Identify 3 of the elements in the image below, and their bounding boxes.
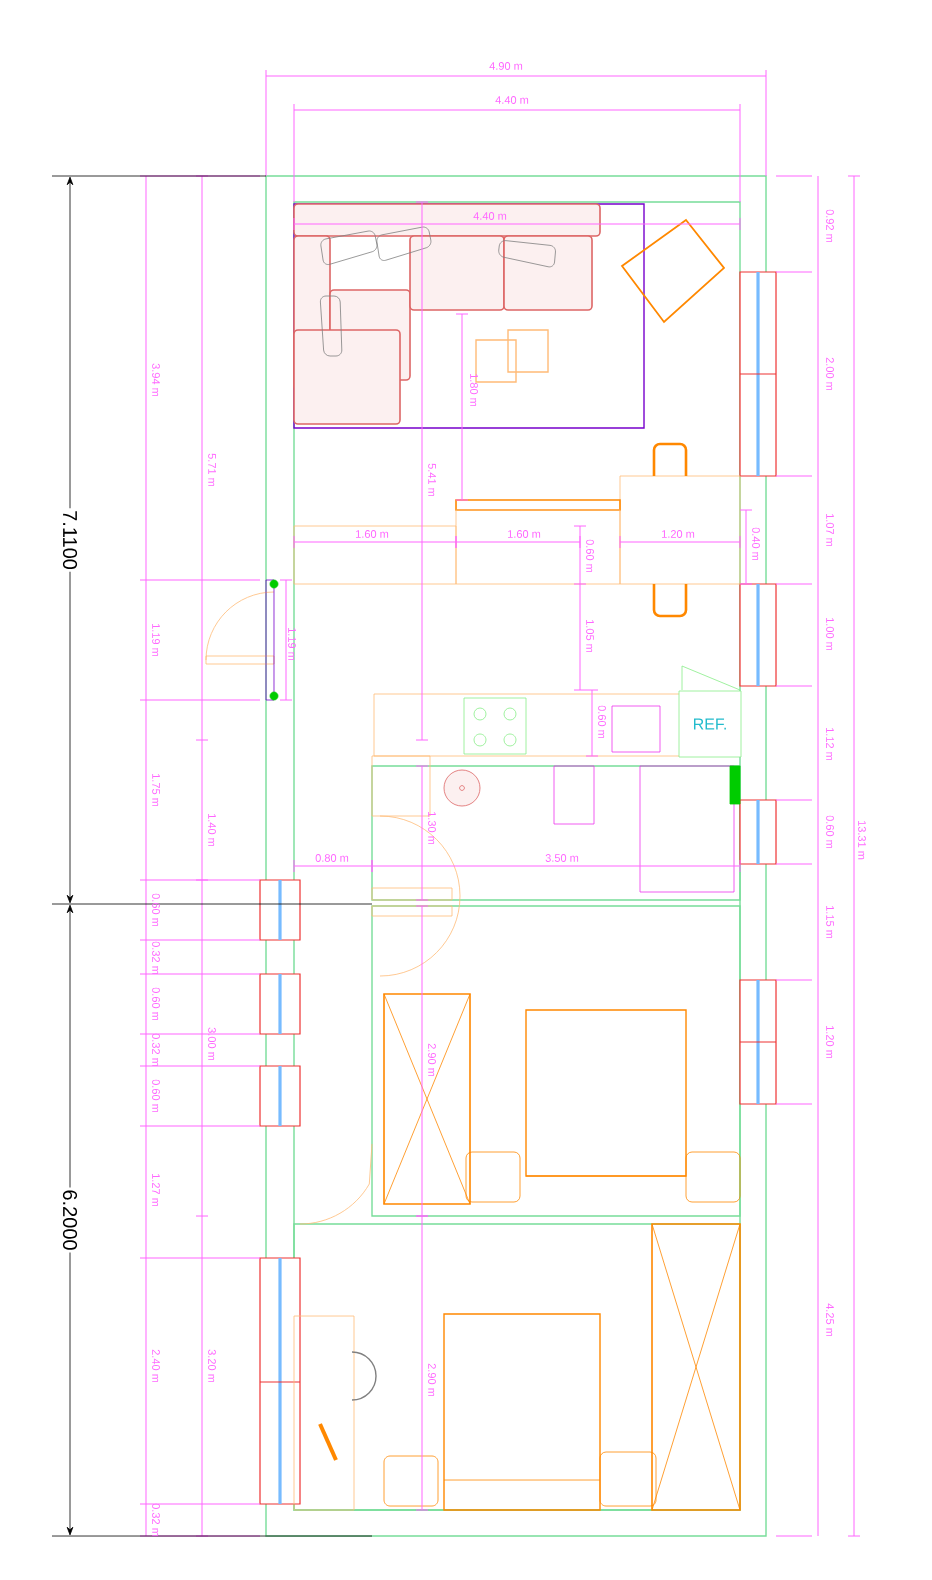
dimension-label: 6.2000 bbox=[60, 1187, 80, 1253]
dimension-label: 7.1100 bbox=[60, 508, 80, 572]
refrigerator-box: REF. bbox=[678, 690, 742, 758]
